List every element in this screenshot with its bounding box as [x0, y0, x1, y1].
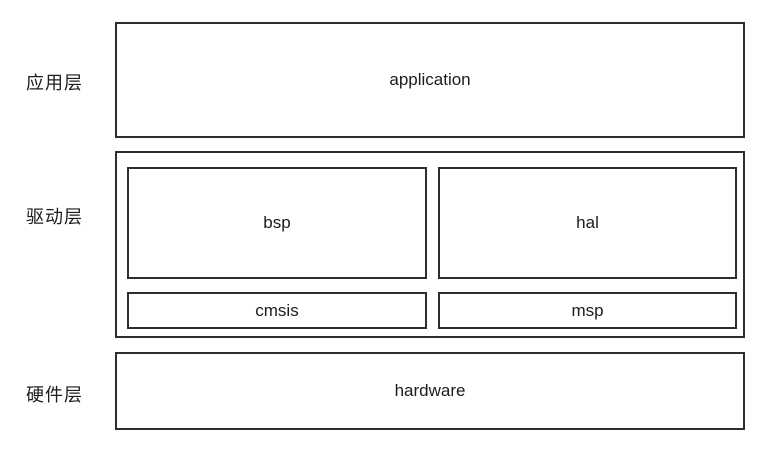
msp-box: msp [438, 292, 737, 329]
cmsis-box: cmsis [127, 292, 427, 329]
hardware-layer-label: 硬件层 [26, 385, 83, 405]
bsp-box: bsp [127, 167, 427, 279]
application-box: application [115, 22, 745, 138]
driver-layer-label: 驱动层 [26, 207, 83, 227]
hardware-box: hardware [115, 352, 745, 430]
application-layer-label: 应用层 [26, 73, 83, 93]
driver-layer-container-box: bsp hal cmsis msp [115, 151, 745, 338]
hal-box: hal [438, 167, 737, 279]
